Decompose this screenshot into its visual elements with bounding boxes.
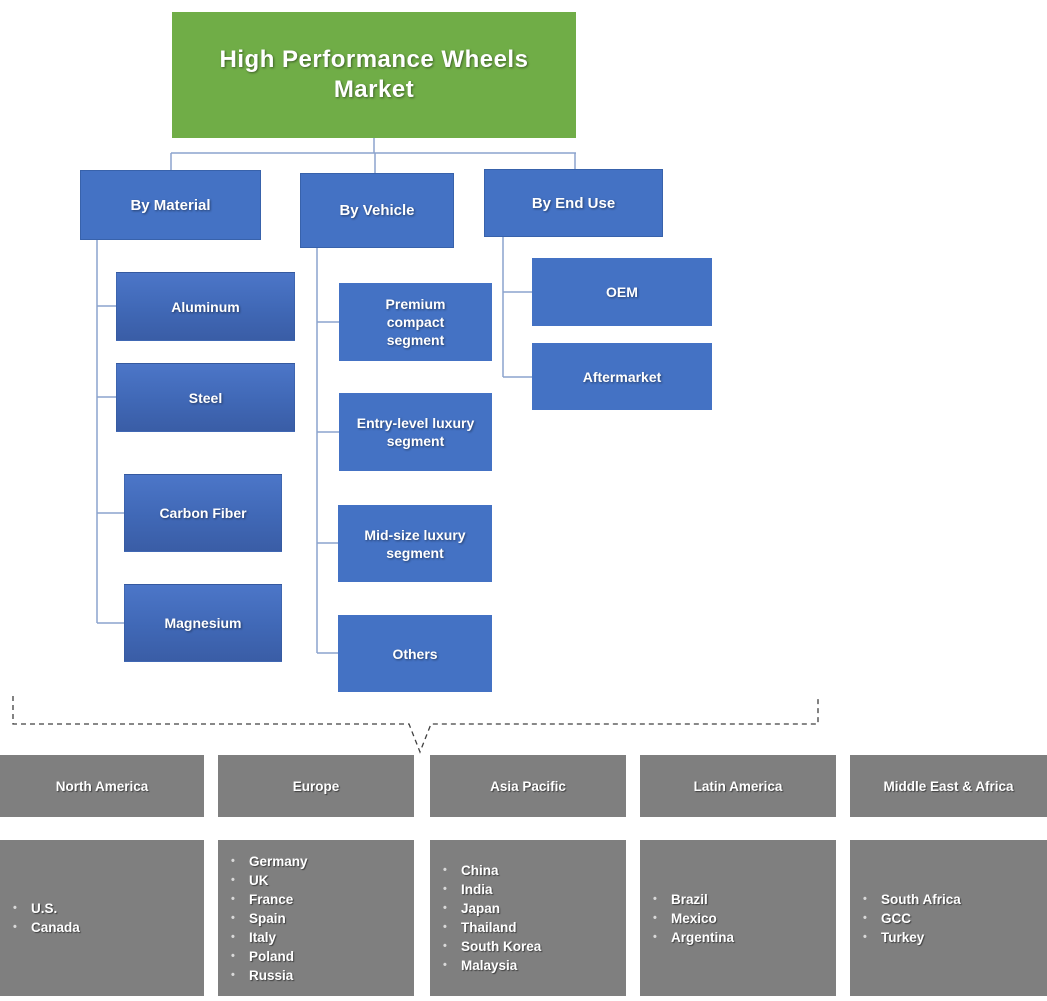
country-item: Germany (218, 852, 414, 871)
country-item: UK (218, 871, 414, 890)
node-aluminum: Aluminum (116, 272, 295, 341)
country-item: Italy (218, 928, 414, 947)
node-carbon-fiber: Carbon Fiber (124, 474, 282, 552)
country-item: Japan (430, 899, 626, 918)
country-item: South Korea (430, 937, 626, 956)
region-list-middle-east-africa: South Africa GCC Turkey (850, 840, 1047, 996)
country-item: Brazil (640, 890, 836, 909)
node-steel: Steel (116, 363, 295, 432)
diagram-title-text: High Performance Wheels Market (219, 46, 529, 103)
diagram-title: High Performance Wheels Market (172, 12, 576, 138)
region-header-latin-america: Latin America (640, 755, 836, 817)
country-item: France (218, 890, 414, 909)
branch-by-end-use: By End Use (484, 169, 663, 237)
node-entry-level-luxury-segment: Entry-level luxury segment (339, 393, 492, 471)
dashed-region-brace (12, 696, 819, 754)
country-item: Poland (218, 947, 414, 966)
region-header-middle-east-africa: Middle East & Africa (850, 755, 1047, 817)
region-list-europe: Germany UK France Spain Italy Poland Rus… (218, 840, 414, 996)
country-item: Russia (218, 966, 414, 985)
country-item: Canada (0, 918, 204, 937)
node-mid-size-luxury-segment: Mid-size luxury segment (338, 505, 492, 582)
country-item: India (430, 880, 626, 899)
region-list-north-america: U.S. Canada (0, 840, 204, 996)
country-item: GCC (850, 909, 1047, 928)
branch-by-vehicle: By Vehicle (300, 173, 454, 248)
country-item: Malaysia (430, 956, 626, 975)
node-oem: OEM (532, 258, 712, 326)
node-magnesium: Magnesium (124, 584, 282, 662)
country-item: Spain (218, 909, 414, 928)
region-header-europe: Europe (218, 755, 414, 817)
node-premium-compact-segment: Premium compact segment (339, 283, 492, 361)
node-others: Others (338, 615, 492, 692)
country-item: Argentina (640, 928, 836, 947)
region-list-asia-pacific: China India Japan Thailand South Korea M… (430, 840, 626, 996)
region-list-latin-america: Brazil Mexico Argentina (640, 840, 836, 996)
country-item: South Africa (850, 890, 1047, 909)
country-item: Turkey (850, 928, 1047, 947)
node-aftermarket: Aftermarket (532, 343, 712, 410)
branch-by-material: By Material (80, 170, 261, 240)
region-header-north-america: North America (0, 755, 204, 817)
country-item: China (430, 861, 626, 880)
country-item: U.S. (0, 899, 204, 918)
region-header-asia-pacific: Asia Pacific (430, 755, 626, 817)
country-item: Thailand (430, 918, 626, 937)
country-item: Mexico (640, 909, 836, 928)
